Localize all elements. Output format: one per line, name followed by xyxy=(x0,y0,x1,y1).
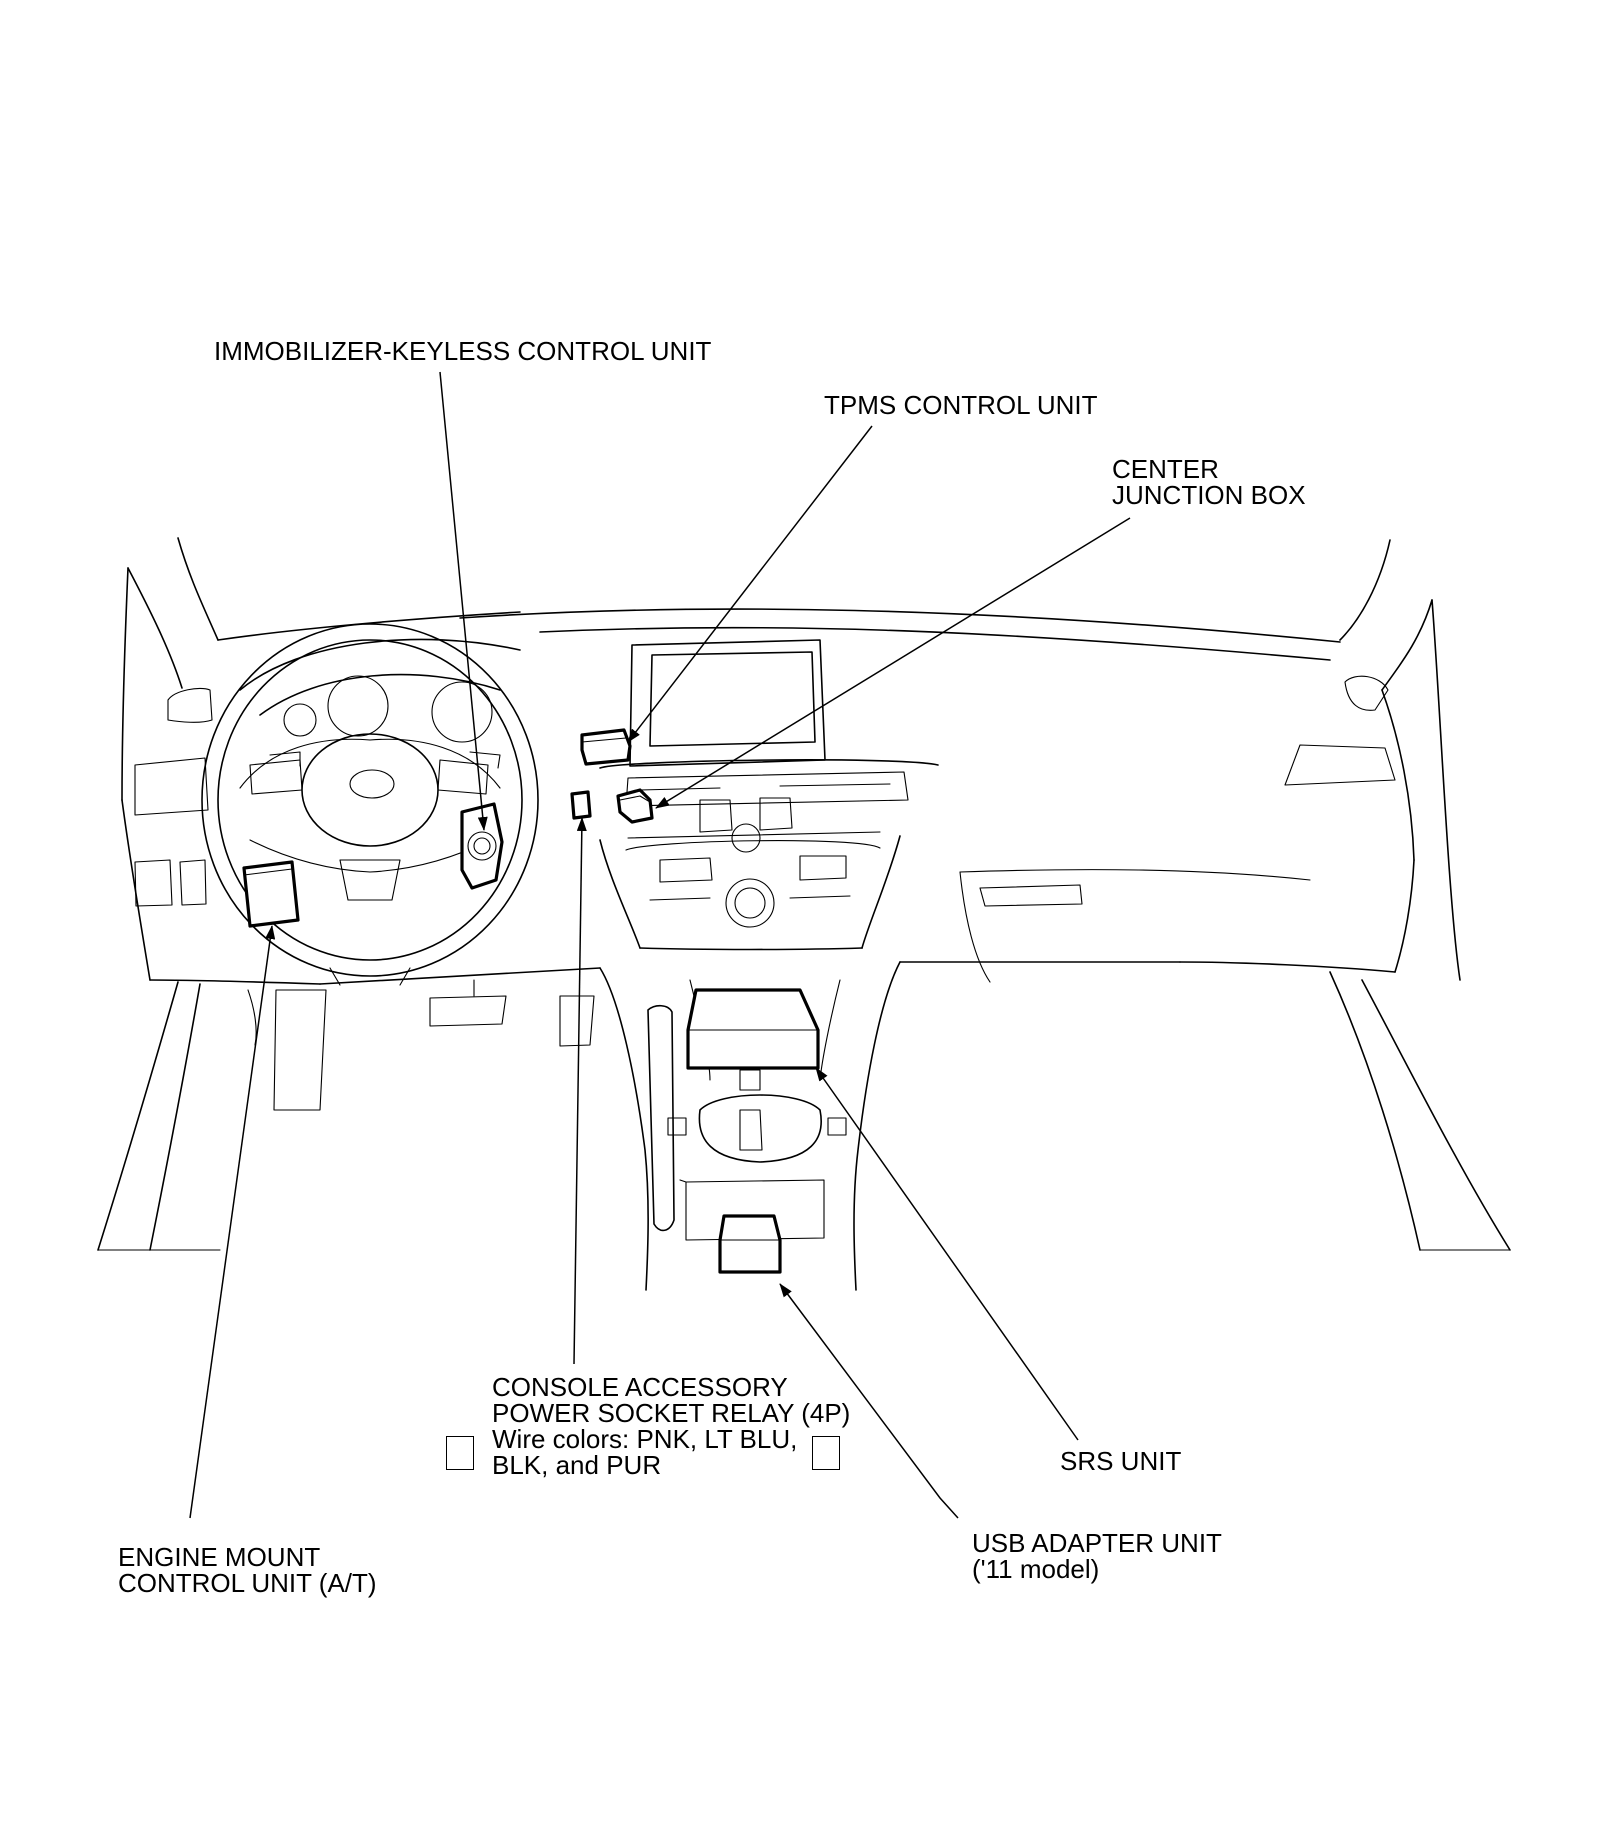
leader-tpms xyxy=(627,425,873,743)
tpms-unit-shape xyxy=(580,728,632,766)
usb-adapter-shape xyxy=(718,1214,782,1274)
label-usb-adapter: USB ADAPTER UNIT ('11 model) xyxy=(972,1530,1222,1582)
label-relay-line2: POWER SOCKET RELAY (4P) xyxy=(492,1398,851,1428)
engine-mount-unit-shape xyxy=(242,860,300,928)
srs-unit-shape xyxy=(686,988,820,1070)
label-usb-line1: USB ADAPTER UNIT xyxy=(972,1528,1222,1558)
label-tpms: TPMS CONTROL UNIT xyxy=(824,392,1097,418)
label-relay-line3: Wire colors: PNK, LT BLU, xyxy=(492,1424,798,1454)
label-center-junction-box: CENTER JUNCTION BOX xyxy=(1112,456,1306,508)
label-srs-unit: SRS UNIT xyxy=(1060,1448,1181,1474)
label-engine-line1: ENGINE MOUNT xyxy=(118,1542,321,1572)
leader-center-junction-box xyxy=(655,517,1131,809)
label-engine-mount: ENGINE MOUNT CONTROL UNIT (A/T) xyxy=(118,1544,377,1596)
label-relay-line4: BLK, and PUR xyxy=(492,1450,662,1480)
immobilizer-unit-shape xyxy=(460,802,504,890)
label-cjb-line1: CENTER xyxy=(1112,454,1219,484)
leader-lines xyxy=(189,371,1131,1519)
label-cjb-line2: JUNCTION BOX xyxy=(1112,480,1306,510)
label-immobilizer-text: IMMOBILIZER-KEYLESS CONTROL UNIT xyxy=(214,336,712,366)
highlighted-components xyxy=(242,728,820,1274)
label-srs-text: SRS UNIT xyxy=(1060,1446,1182,1476)
leader-immobilizer xyxy=(439,371,488,831)
label-usb-line2: ('11 model) xyxy=(972,1554,1100,1584)
center-junction-box-shape xyxy=(616,788,654,824)
label-immobilizer: IMMOBILIZER-KEYLESS CONTROL UNIT xyxy=(214,338,711,364)
label-relay-line1: CONSOLE ACCESSORY xyxy=(492,1372,788,1402)
label-console-relay: CONSOLE ACCESSORY POWER SOCKET RELAY (4P… xyxy=(492,1374,850,1478)
leader-engine-mount xyxy=(189,925,276,1519)
leader-usb-adapter xyxy=(779,1283,959,1519)
console-relay-shape xyxy=(570,790,592,820)
label-engine-line2: CONTROL UNIT (A/T) xyxy=(118,1568,377,1598)
note-box-right xyxy=(812,1436,840,1470)
leader-console-relay xyxy=(573,817,587,1365)
note-box-left xyxy=(446,1436,474,1470)
leader-srs xyxy=(815,1067,1079,1441)
vehicle-interior-outline xyxy=(97,537,1511,1291)
label-tpms-text: TPMS CONTROL UNIT xyxy=(824,390,1098,420)
